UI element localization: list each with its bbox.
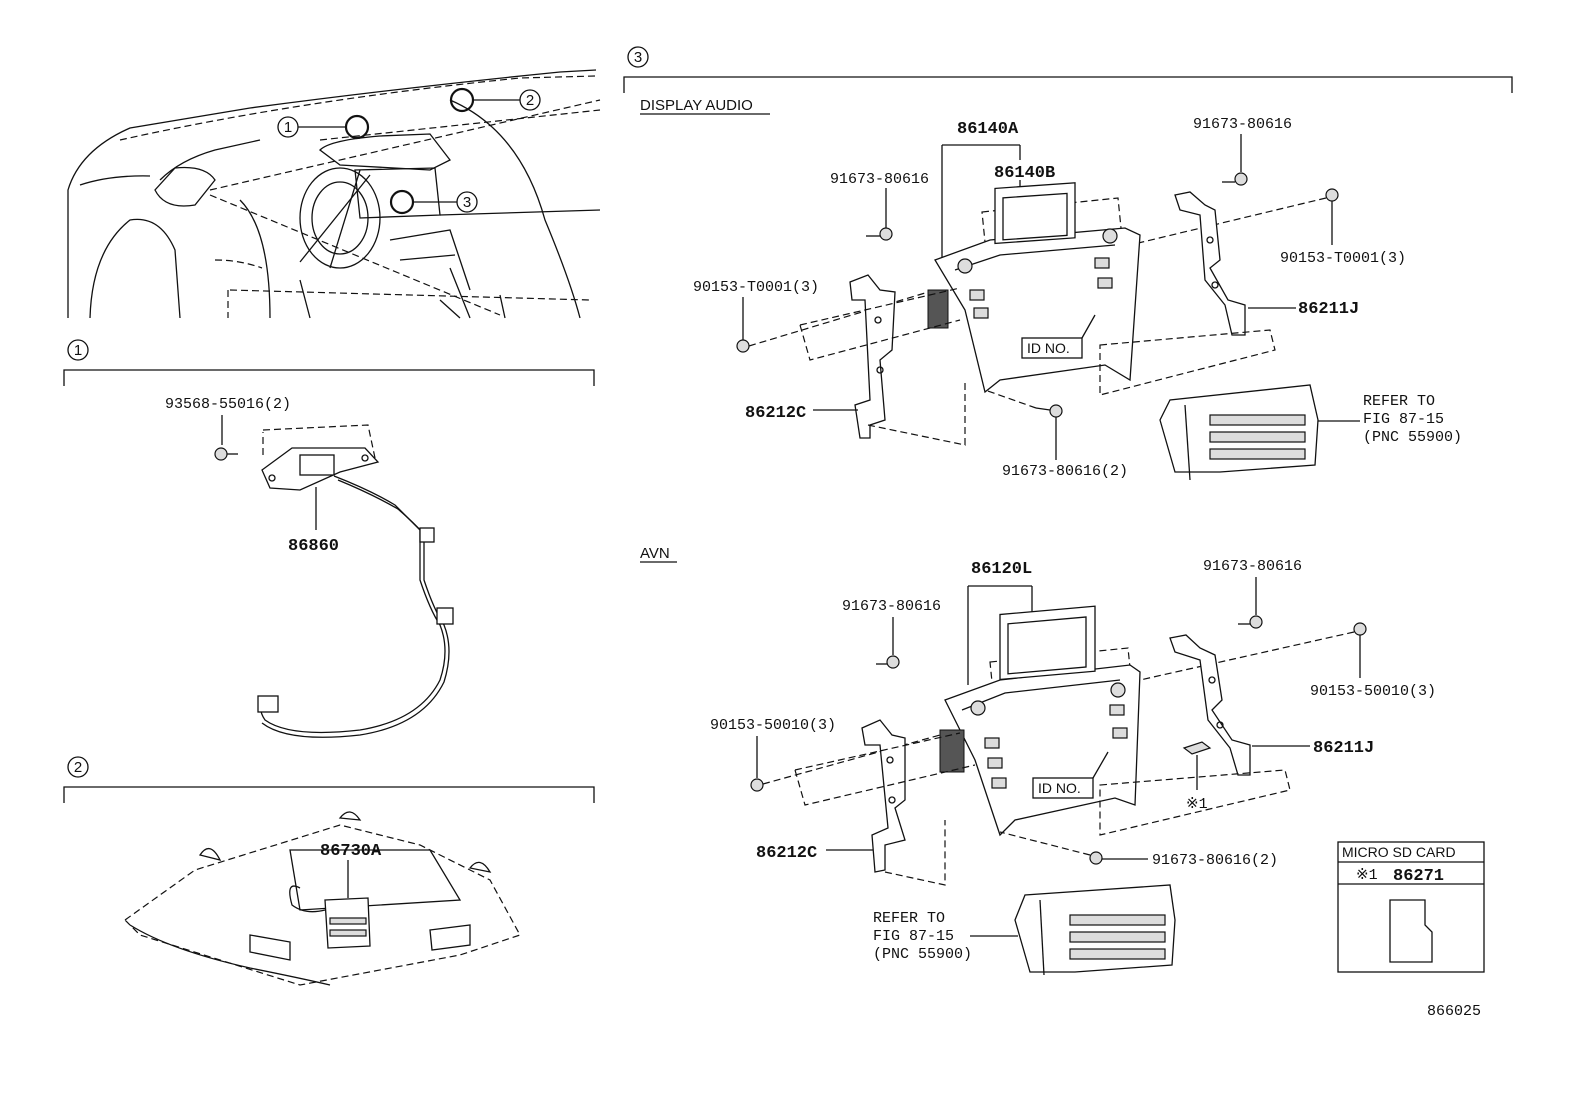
overview-callout-1: 1 — [284, 119, 292, 136]
avn-refer-line3: (PNC 55900) — [873, 946, 972, 963]
part-91673-80616-right: 91673-80616 — [1193, 116, 1292, 133]
section-1-marker: 1 — [74, 342, 82, 359]
section-3-header: 3 DISPLAY AUDIO AVN — [623, 46, 1513, 563]
part-91673-80616-2-avn: 91673-80616(2) — [1152, 852, 1278, 869]
figure-number: 866025 — [1427, 1003, 1481, 1020]
display-audio-refer-line1: REFER TO — [1363, 393, 1435, 410]
avn-sd-mark: ※1 — [1186, 796, 1208, 813]
part-91673-80616-avn-right: 91673-80616 — [1203, 558, 1302, 575]
sd-card-part: 86271 — [1393, 867, 1444, 886]
display-audio-refer-line2: FIG 87-15 — [1363, 411, 1444, 428]
part-number-93568-55016: 93568-55016(2) — [165, 396, 291, 413]
part-86212C-avn: 86212C — [756, 844, 817, 863]
display-audio-refer-line3: (PNC 55900) — [1363, 429, 1462, 446]
sd-card-mark: ※1 — [1356, 867, 1378, 884]
display-audio-assembly: 86140A 86140B 91673-80616 91673-80616 90… — [693, 116, 1462, 481]
display-audio-id-no: ID NO. — [1027, 340, 1070, 356]
part-90153-50010-avn-right: 90153-50010(3) — [1310, 683, 1436, 700]
part-86140A: 86140A — [957, 120, 1019, 139]
sd-card-title: MICRO SD CARD — [1342, 844, 1456, 860]
part-91673-80616-avn-left: 91673-80616 — [842, 598, 941, 615]
section-3-marker: 3 — [634, 49, 642, 66]
dashboard-overview: 1 2 3 — [67, 69, 601, 319]
avn-label: AVN — [640, 545, 670, 562]
avn-refer-line1: REFER TO — [873, 910, 945, 927]
part-91673-80616-2-display-audio: 91673-80616(2) — [1002, 463, 1128, 480]
part-86120L: 86120L — [971, 560, 1032, 579]
part-number-86860: 86860 — [288, 537, 339, 556]
part-91673-80616-left: 91673-80616 — [830, 171, 929, 188]
display-audio-label: DISPLAY AUDIO — [640, 97, 753, 114]
part-90153-T0001-right: 90153-T0001(3) — [1280, 250, 1406, 267]
avn-refer-line2: FIG 87-15 — [873, 928, 954, 945]
section-1: 1 93568-55016(2) 86860 — [63, 339, 595, 738]
part-number-86730A: 86730A — [320, 842, 382, 861]
micro-sd-card-icon — [1389, 899, 1433, 963]
avn-id-no: ID NO. — [1038, 780, 1081, 796]
part-86212C-display-audio: 86212C — [745, 404, 806, 423]
micro-sd-card-box: MICRO SD CARD ※1 86271 — [1337, 841, 1485, 973]
part-86140B: 86140B — [994, 164, 1055, 183]
part-86211J-avn: 86211J — [1313, 739, 1374, 758]
part-90153-50010-avn-left: 90153-50010(3) — [710, 717, 836, 734]
section-2: 2 86730A — [63, 756, 595, 986]
section-2-marker: 2 — [74, 759, 82, 776]
part-86211J-display-audio: 86211J — [1298, 300, 1359, 319]
avn-assembly: 86120L 91673-80616 91673-80616 90153-500… — [710, 558, 1436, 976]
overview-callout-3: 3 — [463, 194, 471, 211]
overview-callout-2: 2 — [526, 92, 534, 109]
part-90153-T0001-left: 90153-T0001(3) — [693, 279, 819, 296]
